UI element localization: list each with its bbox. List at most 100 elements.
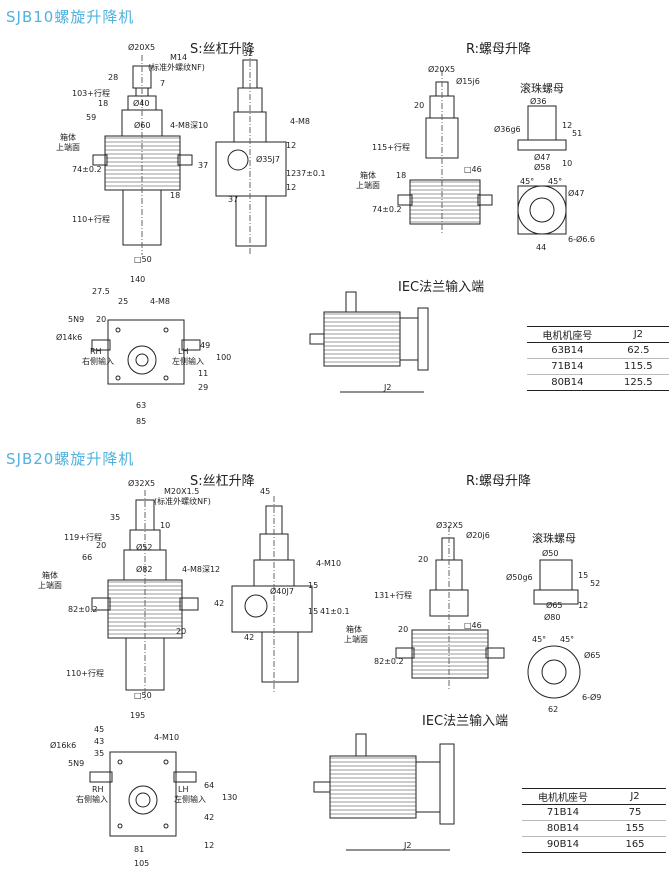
ball-nut-heading: 滚珠螺母 [532, 532, 576, 545]
dim-label: 4-M8深10 [170, 121, 208, 130]
dim-label: (标准外螺纹NF) [154, 496, 211, 506]
dim-label: 15 [308, 581, 318, 590]
table-row: 63B14 62.5 [527, 342, 669, 359]
dim-label: Ø32X5 [128, 478, 155, 488]
sjb10-side-view [215, 50, 287, 255]
iec-flange-heading: IEC法兰输入端 [422, 714, 509, 729]
sjb20-top-view [89, 751, 197, 837]
dim-label: Ø80 [544, 612, 560, 622]
dim-label: Ø47 [534, 152, 550, 162]
nut-lift-heading: R:螺母升降 [466, 474, 532, 489]
dim-label: 110+行程 [72, 214, 110, 224]
dim-label: Ø36 [530, 96, 546, 106]
dim-label: LH [178, 785, 188, 794]
dim-label: Ø50 [542, 548, 558, 558]
dim-label: 119+行程 [64, 532, 102, 542]
dim-label: 82±0.2 [68, 605, 98, 614]
dim-label: 103+行程 [72, 88, 110, 98]
dim-label: 4-M10 [316, 559, 341, 568]
dim-label: Ø82 [136, 564, 152, 574]
sjb10-nut-lift-view [397, 70, 493, 235]
dim-label: 130 [222, 793, 237, 802]
dim-label: 32 [243, 49, 253, 58]
dim-label: 51 [572, 129, 582, 138]
dim-label: 20 [176, 627, 186, 636]
dim-label: 4-M8 [290, 117, 310, 126]
dim-label: 45° [520, 177, 534, 186]
sjb20-dimension-labels: Ø32X5 M20X1.5 (标准外螺纹NF) 35 10 Ø52 20 66 … [38, 478, 350, 700]
dim-label: Ø35J7 [256, 154, 280, 164]
dim-label: 上端面 [344, 634, 368, 644]
dim-label: 35 [94, 749, 104, 758]
dim-label: J2 [383, 383, 391, 392]
dim-label: 82±0.2 [374, 657, 404, 666]
dim-label: Ø20X5 [128, 42, 155, 52]
table-cell: 75 [604, 804, 666, 821]
dim-label: 131+行程 [374, 590, 412, 600]
dim-label: Ø52 [136, 542, 152, 552]
dim-label: 右侧输入 [82, 356, 114, 366]
table-cell: 71B14 [527, 358, 608, 375]
dim-label: Ø47 [568, 188, 584, 198]
dim-label: Ø40 [133, 98, 149, 108]
dim-label: Ø32X5 [436, 520, 463, 530]
dim-label: 箱体 [60, 132, 76, 142]
dim-label: M20X1.5 [164, 487, 199, 496]
dim-label: 11 [198, 369, 208, 378]
table-row: 71B14 75 [522, 804, 666, 821]
dim-label: 20 [398, 625, 408, 634]
dim-label: 上端面 [356, 180, 380, 190]
dim-label: 63 [136, 401, 146, 410]
dim-label: 上端面 [38, 580, 62, 590]
sjb20-motor-table: 电机机座号 J2 71B14 75 80B14 155 90B14 165 [522, 788, 666, 853]
dim-label: 35 [110, 513, 120, 522]
dim-label: 64 [204, 781, 214, 790]
dim-label: □46 [464, 621, 482, 630]
dim-label: 100 [216, 353, 231, 362]
sjb10-ball-nut-labels: Ø36 Ø36g6 12 51 Ø47 Ø58 10 45° 45° Ø47 6… [494, 96, 595, 252]
dim-label: LH [178, 347, 188, 356]
dim-label: 10 [160, 521, 170, 530]
ball-nut-heading: 滚珠螺母 [520, 82, 564, 95]
dim-label: 20 [418, 555, 428, 564]
dim-label: 45 [94, 725, 104, 734]
dim-label: 81 [134, 845, 144, 854]
dim-label: 20 [96, 541, 106, 550]
dim-label: 140 [130, 275, 145, 284]
screw-lift-heading: S:丝杠升降 [190, 42, 255, 57]
dim-label: □50 [134, 691, 152, 700]
sjb20-nut-lift-view [395, 526, 505, 690]
dim-label: 37 [228, 195, 238, 204]
dim-label: Ø14k6 [56, 332, 82, 342]
dim-label: 29 [198, 383, 208, 392]
dim-label: 20 [414, 101, 424, 110]
dim-label: Ø20j6 [466, 530, 490, 540]
dim-label: 110+行程 [66, 668, 104, 678]
table-cell: 115.5 [607, 358, 669, 375]
dim-label: 62 [548, 705, 558, 714]
dim-label: 上端面 [56, 142, 80, 152]
dim-label: 27.5 [92, 287, 110, 296]
dim-label: 10 [562, 159, 572, 168]
dim-label: 12 [286, 169, 296, 178]
dim-label: 74±0.2 [72, 165, 102, 174]
dim-label: □46 [464, 165, 482, 174]
table-row: 90B14 165 [522, 836, 666, 853]
dim-label: Ø16k6 [50, 740, 76, 750]
table-row: 71B14 115.5 [527, 358, 669, 375]
dim-label: 12 [204, 841, 214, 850]
dim-label: 25 [118, 297, 128, 306]
dim-label: 45 [260, 487, 270, 496]
dim-label: 左侧输入 [172, 356, 204, 366]
table-row: 80B14 125.5 [527, 374, 669, 391]
dim-label: 41±0.1 [320, 607, 350, 616]
dim-label: J2 [403, 841, 411, 850]
dim-label: 42 [214, 599, 224, 608]
dim-label: 59 [86, 113, 96, 122]
sjb10-motor-table: 电机机座号 J2 63B14 62.5 71B14 115.5 80B14 12… [527, 326, 669, 391]
table-header: J2 [604, 788, 666, 805]
dim-label: 12 [578, 601, 588, 610]
dim-label: 37±0.1 [296, 169, 326, 178]
table-cell: 71B14 [522, 804, 604, 821]
sjb10-iec-flange [309, 291, 429, 393]
